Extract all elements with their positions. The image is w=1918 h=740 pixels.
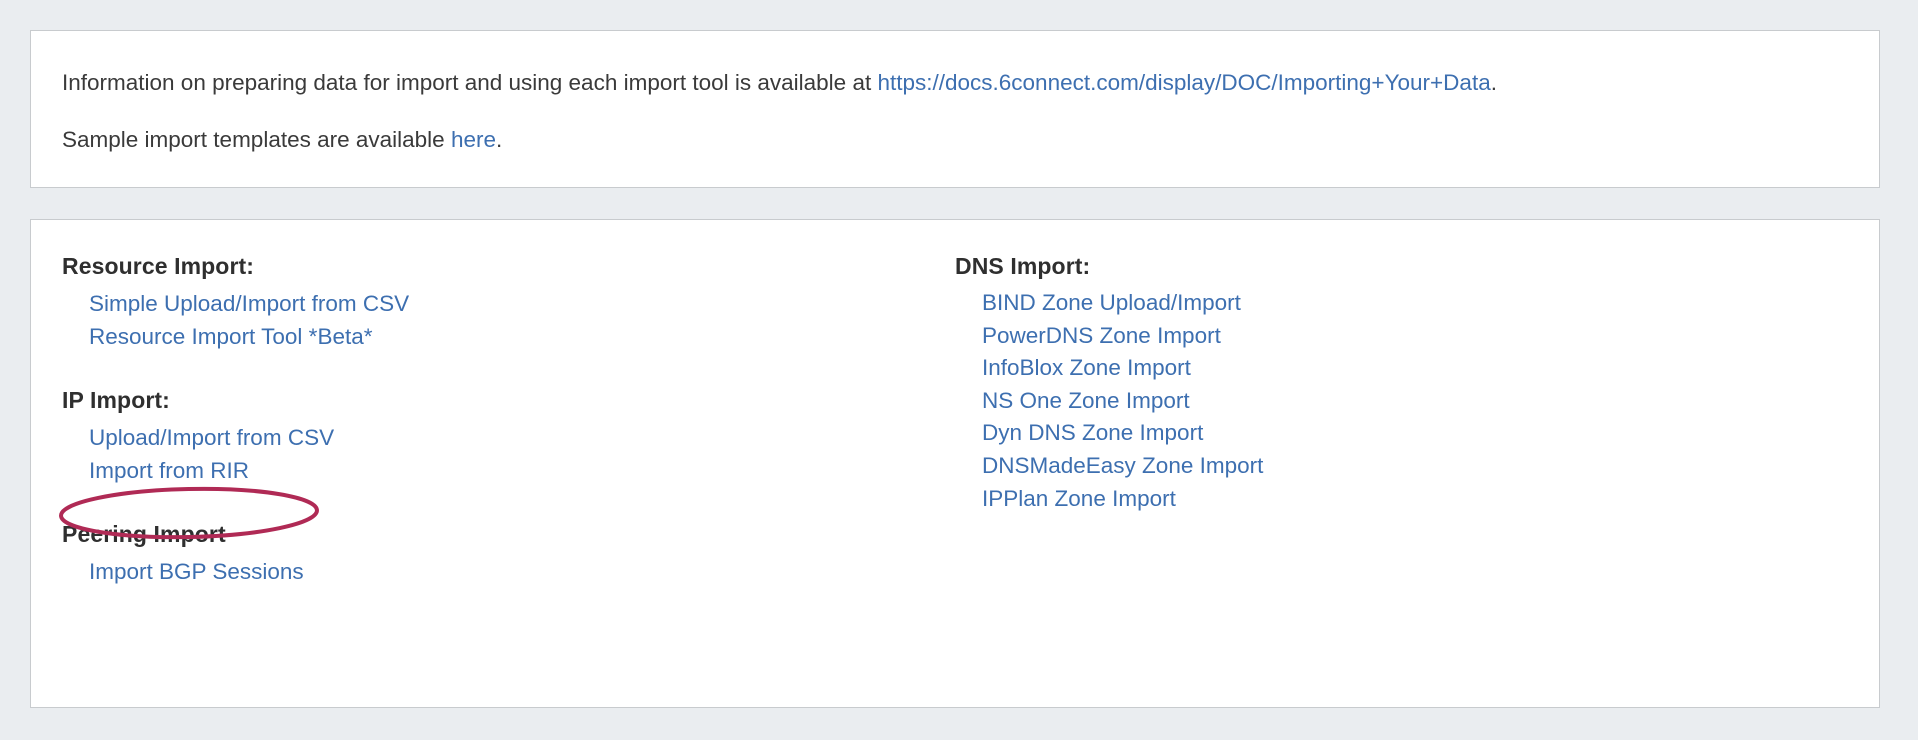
sample-templates-link[interactable]: here: [450, 127, 496, 152]
import-tools-panel: Resource Import: Simple Upload/Import fr…: [30, 219, 1880, 708]
docs-info-line: Information on preparing data for import…: [62, 69, 1849, 97]
peering-import-group: Peering Import Import BGP Sessions: [62, 519, 882, 588]
docs-info-suffix: .: [1490, 70, 1497, 95]
templates-info-prefix: Sample import templates are available: [62, 127, 451, 152]
list-item: DNSMadeEasy Zone Import: [955, 450, 1775, 483]
resource-import-tool-beta-link[interactable]: Resource Import Tool *Beta*: [89, 324, 373, 349]
list-item: Upload/Import from CSV: [62, 421, 882, 454]
list-item: InfoBlox Zone Import: [955, 352, 1775, 385]
list-item: PowerDNS Zone Import: [955, 320, 1775, 353]
list-item: Resource Import Tool *Beta*: [62, 320, 882, 353]
ipplan-zone-import-link[interactable]: IPPlan Zone Import: [982, 485, 1176, 511]
import-bgp-sessions-link[interactable]: Import BGP Sessions: [89, 559, 304, 584]
simple-upload-import-csv-link[interactable]: Simple Upload/Import from CSV: [89, 291, 410, 316]
right-column: DNS Import: BIND Zone Upload/Import Powe…: [955, 251, 1775, 515]
templates-info-suffix: .: [496, 127, 503, 152]
docs-info-prefix: Information on preparing data for import…: [62, 70, 878, 95]
list-item: Simple Upload/Import from CSV: [62, 287, 882, 320]
docs-link[interactable]: https://docs.6connect.com/display/DOC/Im…: [877, 70, 1491, 95]
resource-import-link-list: Simple Upload/Import from CSV Resource I…: [62, 287, 882, 353]
ip-upload-import-csv-link[interactable]: Upload/Import from CSV: [89, 425, 335, 450]
list-item: IPPlan Zone Import: [955, 483, 1775, 516]
dnsmadeeasy-zone-import-link[interactable]: DNSMadeEasy Zone Import: [982, 452, 1264, 478]
powerdns-zone-import-link[interactable]: PowerDNS Zone Import: [982, 322, 1221, 348]
list-item: Import from RIR: [62, 454, 882, 487]
bind-zone-upload-import-link[interactable]: BIND Zone Upload/Import: [982, 290, 1241, 315]
nsone-zone-import-link[interactable]: NS One Zone Import: [982, 387, 1190, 413]
peering-import-heading: Peering Import: [62, 521, 226, 547]
list-item: BIND Zone Upload/Import: [955, 287, 1775, 320]
infoblox-zone-import-link[interactable]: InfoBlox Zone Import: [982, 355, 1191, 381]
import-tools-columns: Resource Import: Simple Upload/Import fr…: [31, 220, 1879, 707]
left-column: Resource Import: Simple Upload/Import fr…: [62, 251, 882, 588]
ip-import-link-list: Upload/Import from CSV Import from RIR: [62, 421, 882, 487]
templates-info-line: Sample import templates are available he…: [62, 126, 1849, 154]
import-from-rir-link[interactable]: Import from RIR: [89, 458, 250, 483]
dns-import-link-list: BIND Zone Upload/Import PowerDNS Zone Im…: [955, 287, 1775, 515]
peering-import-link-list: Import BGP Sessions: [62, 555, 882, 588]
resource-import-group: Resource Import: Simple Upload/Import fr…: [62, 251, 882, 353]
list-item: Import BGP Sessions: [62, 555, 882, 588]
dns-import-heading: DNS Import:: [955, 253, 1091, 279]
resource-import-heading: Resource Import:: [62, 253, 255, 279]
info-panel: Information on preparing data for import…: [30, 30, 1880, 188]
list-item: NS One Zone Import: [955, 385, 1775, 418]
dyn-dns-zone-import-link[interactable]: Dyn DNS Zone Import: [982, 420, 1204, 446]
ip-import-group: IP Import: Upload/Import from CSV Import…: [62, 385, 882, 487]
list-item: Dyn DNS Zone Import: [955, 417, 1775, 450]
ip-import-heading: IP Import:: [62, 387, 170, 413]
info-panel-body: Information on preparing data for import…: [31, 31, 1879, 154]
dns-import-group: DNS Import: BIND Zone Upload/Import Powe…: [955, 251, 1775, 515]
